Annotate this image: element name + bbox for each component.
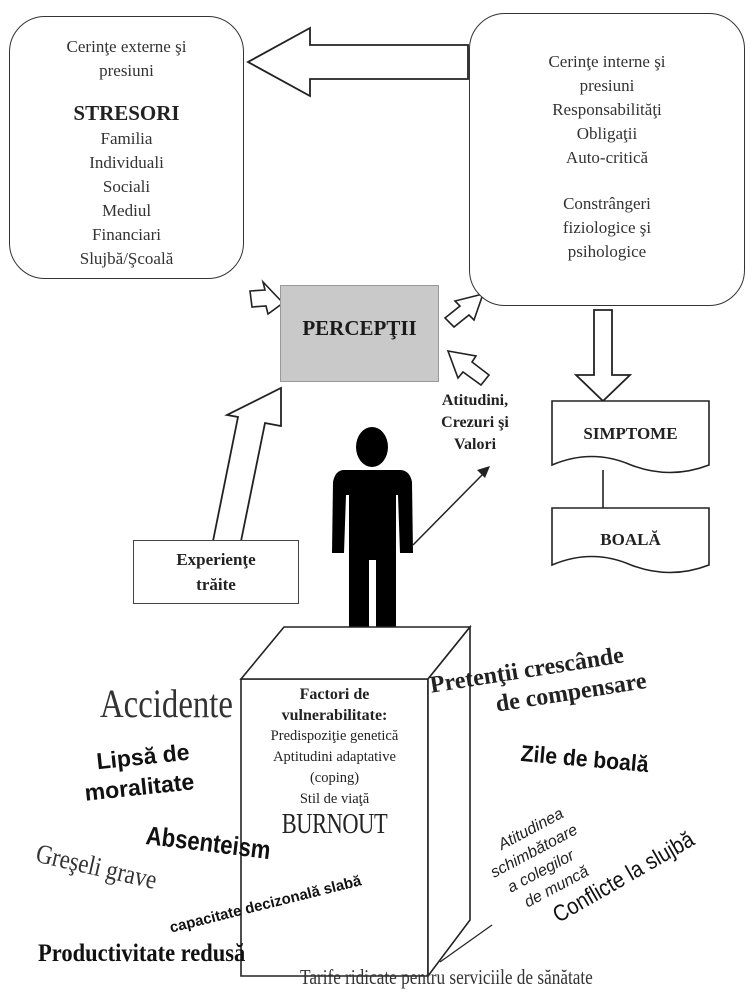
stressor-item: Individuali — [89, 153, 164, 172]
simptome-label: SIMPTOME — [583, 424, 678, 443]
stressor-item: Sociali — [102, 177, 151, 196]
constraints-line: psihologice — [567, 242, 647, 261]
stressor-item: Financiari — [92, 225, 161, 244]
factor-item: Predispoziţie genetică — [270, 728, 399, 744]
stressor-item: Slujbă/Şcoală — [79, 249, 174, 268]
internal-demands-line: Cerinţe interne şi — [548, 52, 666, 71]
person-to-attitudes-line — [412, 471, 486, 546]
tarife-label: Tarife ridicate pentru serviciile de săn… — [300, 965, 593, 989]
factors-heading: vulnerabilitate: — [281, 707, 388, 724]
pedestal-box — [239, 624, 472, 979]
productivitate-label: Productivitate redusă — [38, 940, 246, 967]
perceptii-to-internal-arrow — [443, 292, 485, 329]
lipsa-moralitate-label: Lipsă de moralitate — [80, 737, 196, 808]
internal-to-external-arrow — [246, 26, 469, 98]
person-to-attitudes-arrowhead — [477, 466, 490, 478]
stresori-heading: STRESORI — [73, 101, 180, 125]
external-demands-line-2: presiuni — [99, 61, 154, 80]
constraints-line: fiziologice şi — [562, 218, 652, 237]
experiente-to-perceptii-arrow — [211, 386, 282, 548]
attitudes-label: Atitudini, Crezuri şi Valori — [420, 390, 530, 456]
attitudes-line: Crezuri şi — [441, 414, 509, 431]
internal-to-simptome-arrow — [573, 309, 633, 403]
experiente-line: Experienţe — [176, 550, 256, 569]
experiente-line: trăite — [196, 575, 236, 594]
simptome-shape — [551, 400, 710, 474]
accidente-label: Accidente — [100, 681, 233, 726]
burnout-label: BURNOUT — [281, 809, 388, 840]
factor-item: (coping) — [309, 770, 360, 786]
internal-demands-line: presiuni — [579, 76, 635, 95]
box-to-tarife-line — [439, 924, 493, 963]
stressor-item: Familia — [100, 129, 153, 148]
factor-item: Aptitudini adaptative — [273, 749, 396, 765]
internal-demands-line: Obligaţii — [576, 124, 638, 143]
experiente-box: Experienţe trăite — [133, 540, 299, 604]
factor-item: Stil de viaţă — [299, 791, 370, 807]
person-silhouette — [332, 427, 413, 638]
internal-demands-line: Responsabilităţi — [552, 100, 662, 119]
attitudes-to-perceptii-arrow — [446, 349, 491, 387]
external-demands-box: Cerinţe externe şi presiuni STRESORI Fam… — [9, 16, 244, 279]
attitudes-line: Valori — [453, 436, 497, 453]
boala-label: BOALĂ — [600, 530, 661, 549]
perceptii-label: PERCEPŢII — [302, 316, 417, 340]
internal-demands-line: Auto-critică — [565, 148, 649, 167]
boala-shape — [551, 507, 710, 574]
attitudes-line: Atitudini, — [441, 392, 509, 409]
internal-demands-box: Cerinţe interne şi presiuni Responsabili… — [469, 13, 745, 306]
perceptii-box: PERCEPŢII — [280, 285, 439, 382]
factors-heading: Factori de — [299, 686, 370, 703]
external-demands-line-1: Cerinţe externe şi — [66, 37, 187, 56]
stressor-item: Mediul — [101, 201, 152, 220]
vulnerability-factors: Factori de vulnerabilitate: Predispoziţi… — [241, 684, 428, 840]
constraints-line: Constrângeri — [563, 194, 651, 213]
external-to-perceptii-arrow — [249, 279, 285, 316]
